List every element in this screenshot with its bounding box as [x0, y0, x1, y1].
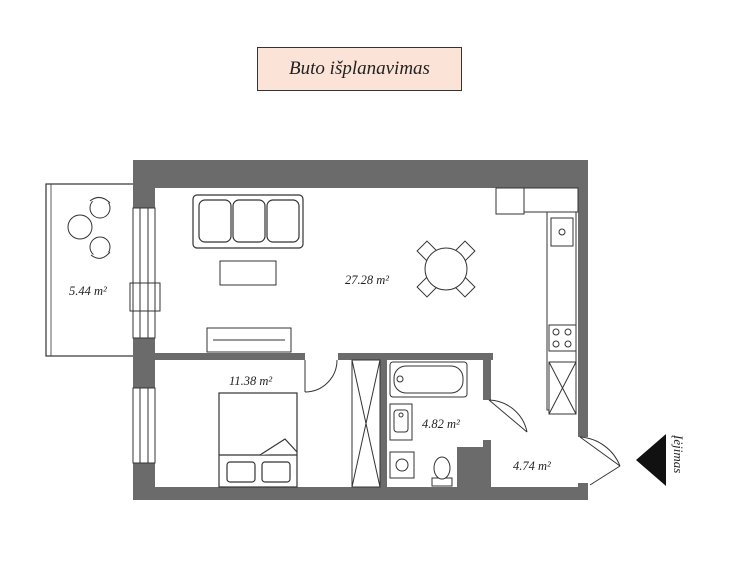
bathroom-area-label: 4.82 m² [422, 417, 460, 431]
balcony [45, 183, 135, 357]
balcony-chairs [67, 197, 111, 259]
bedroom-area-label: 11.38 m² [229, 374, 272, 388]
hallway-area-label: 4.74 m² [513, 459, 551, 473]
entrance-label: Įėjimas [671, 434, 686, 473]
bedroom-door [304, 359, 338, 393]
interior-walls [155, 353, 493, 487]
balcony-area-label: 5.44 m² [69, 284, 107, 298]
bathtub [389, 361, 468, 398]
windows [129, 207, 161, 464]
washing-machine [389, 451, 415, 479]
entrance-door [579, 436, 621, 486]
dining-table [416, 240, 476, 298]
bathroom-door [488, 399, 528, 433]
bed [218, 392, 298, 488]
sofa [192, 194, 304, 249]
sink [389, 403, 413, 441]
tv-stand [206, 327, 292, 353]
entrance-arrow-icon [636, 434, 666, 486]
living-area-label: 27.28 m² [345, 273, 389, 287]
kitchen [495, 187, 579, 415]
toilet [431, 456, 453, 487]
coffee-table [219, 260, 277, 286]
wardrobe [351, 359, 381, 488]
plan-title: Buto išplanavimas [257, 47, 462, 91]
